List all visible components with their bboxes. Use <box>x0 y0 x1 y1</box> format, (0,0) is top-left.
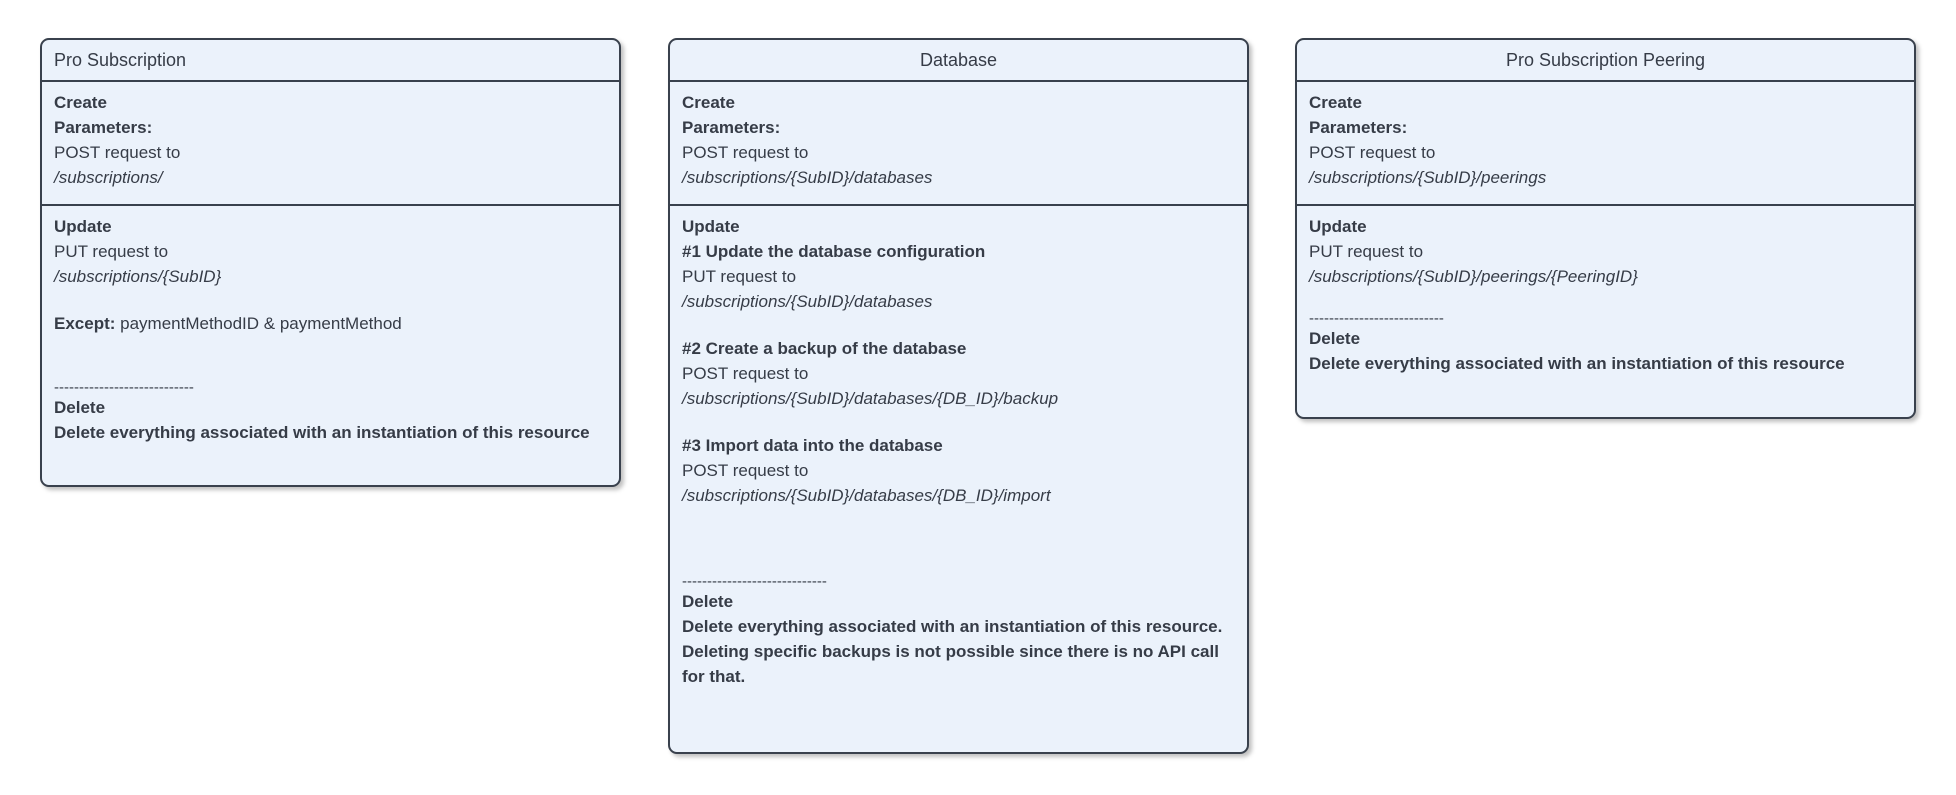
text-line: #1 Update the database configuration <box>682 242 986 261</box>
text-line: POST request to <box>682 461 809 480</box>
create-heading: Create <box>682 93 735 112</box>
text-line-bold-prefix: Except: <box>54 314 116 333</box>
request-line: POST request to <box>682 143 809 162</box>
spacer-line <box>682 314 1235 336</box>
create-section: Create Parameters: POST request to /subs… <box>670 82 1247 206</box>
endpoint-path: /subscriptions/{SubID}/peerings <box>1309 168 1547 187</box>
spacer-line <box>1309 289 1902 311</box>
spacer-line <box>54 289 607 311</box>
spacer-line <box>682 411 1235 433</box>
create-heading: Create <box>54 93 107 112</box>
box-title: Database <box>670 40 1247 82</box>
box-title-text: Database <box>919 50 998 70</box>
text-line: POST request to <box>682 364 809 383</box>
text-line: PUT request to <box>54 242 169 261</box>
box-title: Pro Subscription Peering <box>1297 40 1914 82</box>
box-title-text: Pro Subscription <box>54 50 187 70</box>
box-title-text: Pro Subscription Peering <box>1505 50 1706 70</box>
text-line: Update <box>682 217 740 236</box>
text-line: #3 Import data into the database <box>682 436 943 455</box>
box-title: Pro Subscription <box>42 40 619 82</box>
spacer-line <box>682 508 1235 530</box>
text-line: Delete <box>1309 329 1361 348</box>
text-line: Delete <box>682 592 734 611</box>
text-line: Delete everything associated with an ins… <box>682 617 1223 686</box>
text-line: Update <box>1309 217 1367 236</box>
text-line: /subscriptions/{SubID} <box>54 267 222 286</box>
create-section: Create Parameters: POST request to /subs… <box>1297 82 1914 206</box>
endpoint-path: /subscriptions/ <box>54 168 163 187</box>
text-line: Delete <box>54 398 106 417</box>
box-database: Database Create Parameters: POST request… <box>668 38 1249 754</box>
text-line: Delete everything associated with an ins… <box>54 423 590 442</box>
text-line: PUT request to <box>1309 242 1424 261</box>
text-line: Delete everything associated with an ins… <box>1309 354 1845 373</box>
spacer-line <box>54 336 607 358</box>
text-line: #2 Create a backup of the database <box>682 339 967 358</box>
parameters-label: Parameters: <box>54 118 153 137</box>
request-line: POST request to <box>54 143 181 162</box>
parameters-label: Parameters: <box>682 118 781 137</box>
dashed-separator: ----------------------------- <box>682 574 827 589</box>
text-line: /subscriptions/{SubID}/peerings/{Peering… <box>1309 267 1638 286</box>
request-line: POST request to <box>1309 143 1436 162</box>
create-section: Create Parameters: POST request to /subs… <box>42 82 619 206</box>
text-line: Update <box>54 217 112 236</box>
text-line-rest: paymentMethodID & paymentMethod <box>115 314 402 333</box>
dashed-separator: --------------------------- <box>1309 311 1444 326</box>
text-line: Except: paymentMethodID & paymentMethod <box>54 311 607 336</box>
dashed-separator: ---------------------------- <box>54 380 194 395</box>
box-pro-subscription-peering: Pro Subscription Peering Create Paramete… <box>1295 38 1916 419</box>
text-line: PUT request to <box>682 267 797 286</box>
spacer-line <box>54 358 607 380</box>
endpoint-path: /subscriptions/{SubID}/databases <box>682 168 933 187</box>
spacer-line <box>682 552 1235 574</box>
text-line: /subscriptions/{SubID}/databases <box>682 292 933 311</box>
text-line: /subscriptions/{SubID}/databases/{DB_ID}… <box>682 389 1059 408</box>
spacer-line <box>682 530 1235 552</box>
text-line: /subscriptions/{SubID}/databases/{DB_ID}… <box>682 486 1051 505</box>
create-heading: Create <box>1309 93 1362 112</box>
box-pro-subscription: Pro Subscription Create Parameters: POST… <box>40 38 621 487</box>
parameters-label: Parameters: <box>1309 118 1408 137</box>
update-delete-section: Update #1 Update the database configurati… <box>670 206 1247 752</box>
